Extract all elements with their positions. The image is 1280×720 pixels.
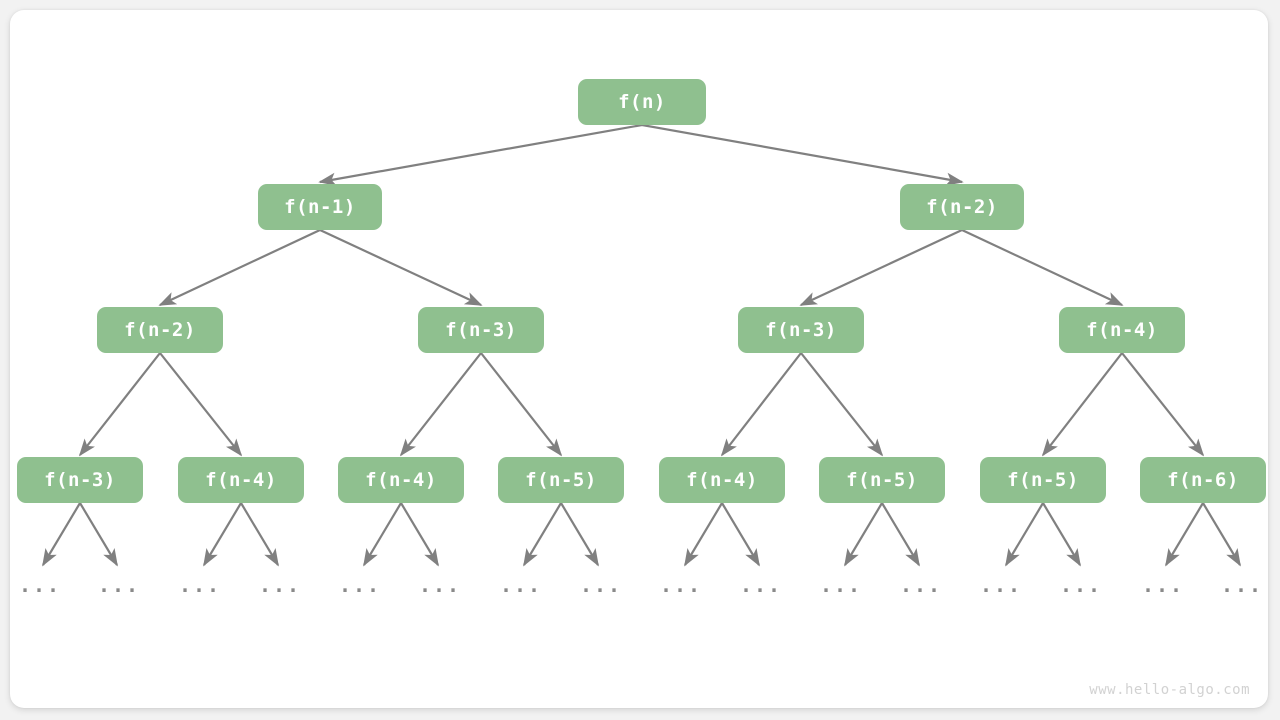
ellipsis-marker: ... <box>819 573 863 597</box>
ellipsis-marker: ... <box>18 573 62 597</box>
tree-node[interactable]: f(n-3) <box>738 307 864 353</box>
tree-node[interactable]: f(n-6) <box>1140 457 1266 503</box>
ellipsis-marker: ... <box>1220 573 1264 597</box>
tree-node[interactable]: f(n-4) <box>178 457 304 503</box>
tree-node[interactable]: f(n-3) <box>418 307 544 353</box>
ellipsis-marker: ... <box>338 573 382 597</box>
ellipsis-marker: ... <box>1059 573 1103 597</box>
tree-node[interactable]: f(n-5) <box>498 457 624 503</box>
tree-node[interactable]: f(n-2) <box>97 307 223 353</box>
watermark-label: www.hello-algo.com <box>1089 682 1250 698</box>
ellipsis-marker: ... <box>258 573 302 597</box>
ellipsis-marker: ... <box>899 573 943 597</box>
tree-node[interactable]: f(n-5) <box>980 457 1106 503</box>
tree-node[interactable]: f(n-4) <box>338 457 464 503</box>
ellipsis-marker: ... <box>579 573 623 597</box>
tree-node[interactable]: f(n) <box>578 79 706 125</box>
tree-node[interactable]: f(n-3) <box>17 457 143 503</box>
tree-node[interactable]: f(n-5) <box>819 457 945 503</box>
tree-node[interactable]: f(n-1) <box>258 184 382 230</box>
ellipsis-marker: ... <box>739 573 783 597</box>
tree-node[interactable]: f(n-2) <box>900 184 1024 230</box>
ellipsis-marker: ... <box>499 573 543 597</box>
ellipsis-marker: ... <box>97 573 141 597</box>
tree-node[interactable]: f(n-4) <box>659 457 785 503</box>
ellipsis-marker: ... <box>659 573 703 597</box>
ellipsis-marker: ... <box>178 573 222 597</box>
tree-node[interactable]: f(n-4) <box>1059 307 1185 353</box>
ellipsis-marker: ... <box>418 573 462 597</box>
ellipsis-marker: ... <box>1141 573 1185 597</box>
ellipsis-marker: ... <box>979 573 1023 597</box>
